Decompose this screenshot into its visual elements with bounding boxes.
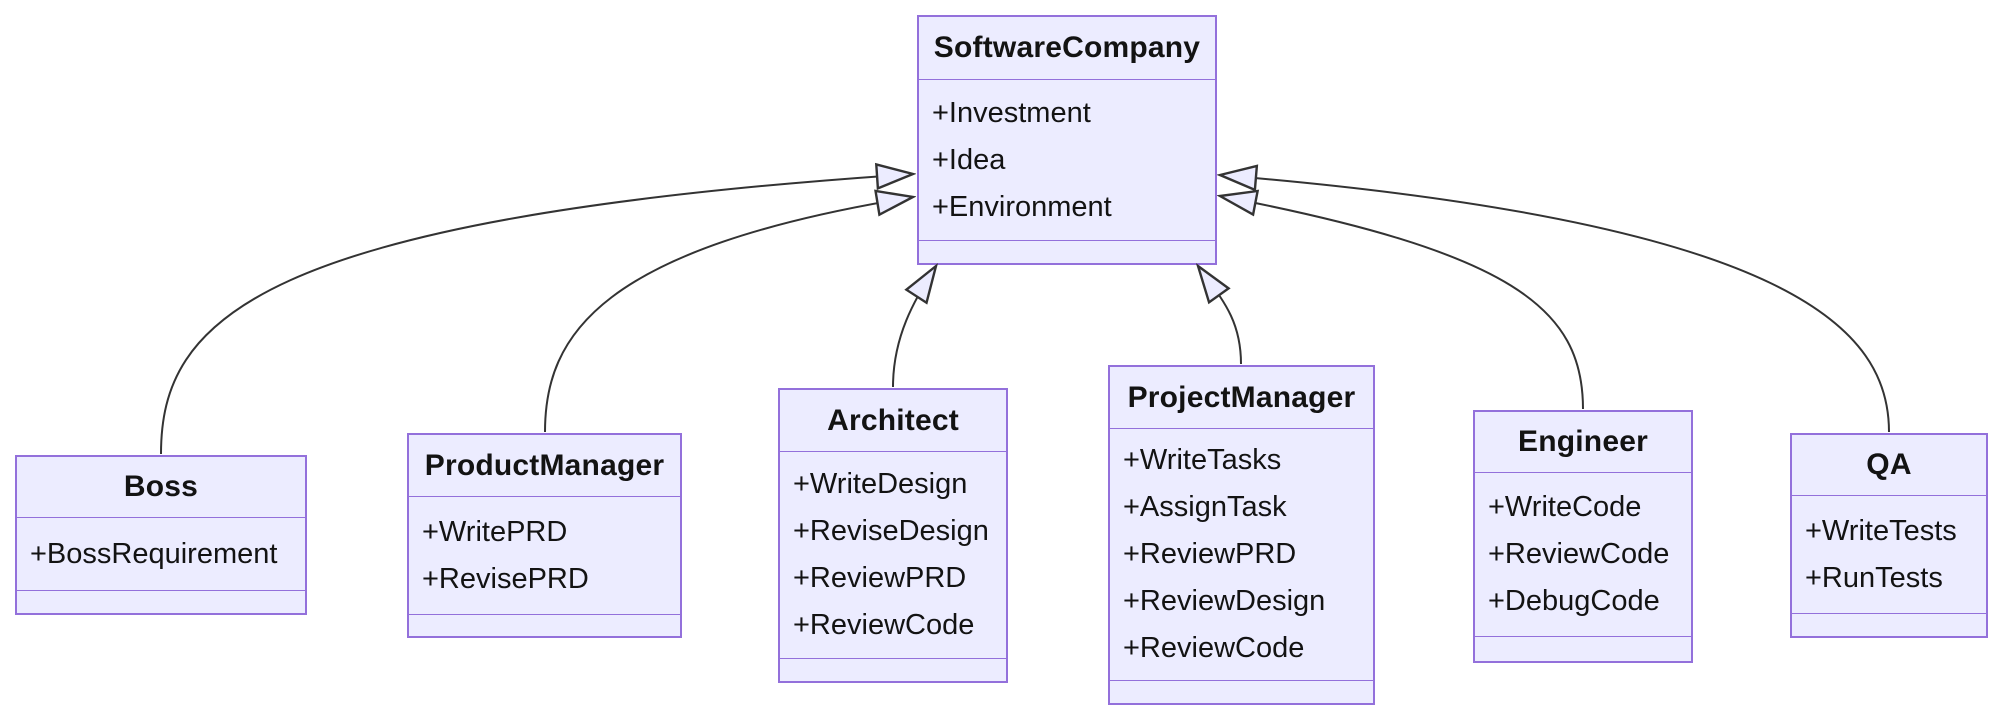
class-node-engineer: Engineer +WriteCode +ReviewCode +DebugCo… — [1473, 410, 1693, 663]
class-node-softwarecompany: SoftwareCompany +Investment +Idea +Envir… — [917, 15, 1217, 265]
class-title: ProjectManager — [1127, 380, 1356, 414]
class-member: +RunTests — [1805, 561, 1943, 594]
class-title: Boss — [123, 470, 199, 503]
class-attributes: +WriteCode +ReviewCode +DebugCode — [1475, 472, 1691, 637]
class-methods-empty — [1475, 637, 1691, 661]
class-attributes: +WriteTests +RunTests — [1792, 495, 1986, 614]
class-member: +WriteCode — [1488, 491, 1642, 523]
class-node-qa: QA +WriteTests +RunTests — [1790, 433, 1988, 638]
class-title: Engineer — [1518, 425, 1648, 458]
class-member: +WriteTests — [1805, 514, 1957, 547]
class-methods-empty — [409, 615, 680, 636]
class-node-boss: Boss +BossRequirement — [15, 455, 307, 615]
class-member: +Environment — [932, 190, 1112, 223]
class-attributes: +Investment +Idea +Environment — [919, 79, 1215, 241]
class-methods-empty — [919, 241, 1215, 263]
class-methods-empty — [780, 659, 1006, 681]
class-member: +WritePRD — [422, 515, 568, 548]
class-member: +ReviewCode — [793, 609, 975, 641]
class-member: +BossRequirement — [30, 537, 278, 570]
class-member: +WriteDesign — [793, 468, 968, 500]
class-member: +Idea — [932, 143, 1006, 176]
class-methods-empty — [1792, 614, 1986, 636]
class-title: SoftwareCompany — [933, 31, 1201, 64]
class-attributes: +WriteDesign +ReviseDesign +ReviewPRD +R… — [780, 451, 1006, 659]
class-member: +ReviewCode — [1488, 538, 1670, 570]
class-member: +RevisePRD — [422, 562, 589, 595]
class-attributes: +WritePRD +RevisePRD — [409, 496, 680, 615]
edge-architect-to-softwarecompany — [892, 266, 936, 388]
class-methods-empty — [1110, 681, 1373, 703]
class-title: ProductManager — [424, 448, 665, 482]
class-member: +AssignTask — [1123, 491, 1287, 523]
class-member: +ReviseDesign — [793, 515, 989, 547]
class-member: +WriteTasks — [1123, 444, 1282, 476]
class-attributes: +WriteTasks +AssignTask +ReviewPRD +Revi… — [1110, 428, 1373, 681]
class-member: +Investment — [932, 96, 1091, 129]
class-attributes: +BossRequirement — [17, 517, 305, 591]
class-member: +DebugCode — [1488, 585, 1660, 617]
class-member: +ReviewCode — [1123, 632, 1305, 664]
class-node-architect: Architect +WriteDesign +ReviseDesign +Re… — [778, 388, 1008, 683]
class-node-productmanager: ProductManager +WritePRD +RevisePRD — [407, 433, 682, 638]
class-member: +ReviewDesign — [1123, 585, 1326, 617]
class-title: QA — [1866, 448, 1912, 481]
class-title: Architect — [827, 403, 959, 437]
class-member: +ReviewPRD — [793, 562, 967, 594]
class-member: +ReviewPRD — [1123, 538, 1297, 570]
edge-projectmanager-to-softwarecompany — [1198, 266, 1242, 365]
class-methods-empty — [17, 591, 305, 613]
class-node-projectmanager: ProjectManager +WriteTasks +AssignTask +… — [1108, 365, 1375, 705]
